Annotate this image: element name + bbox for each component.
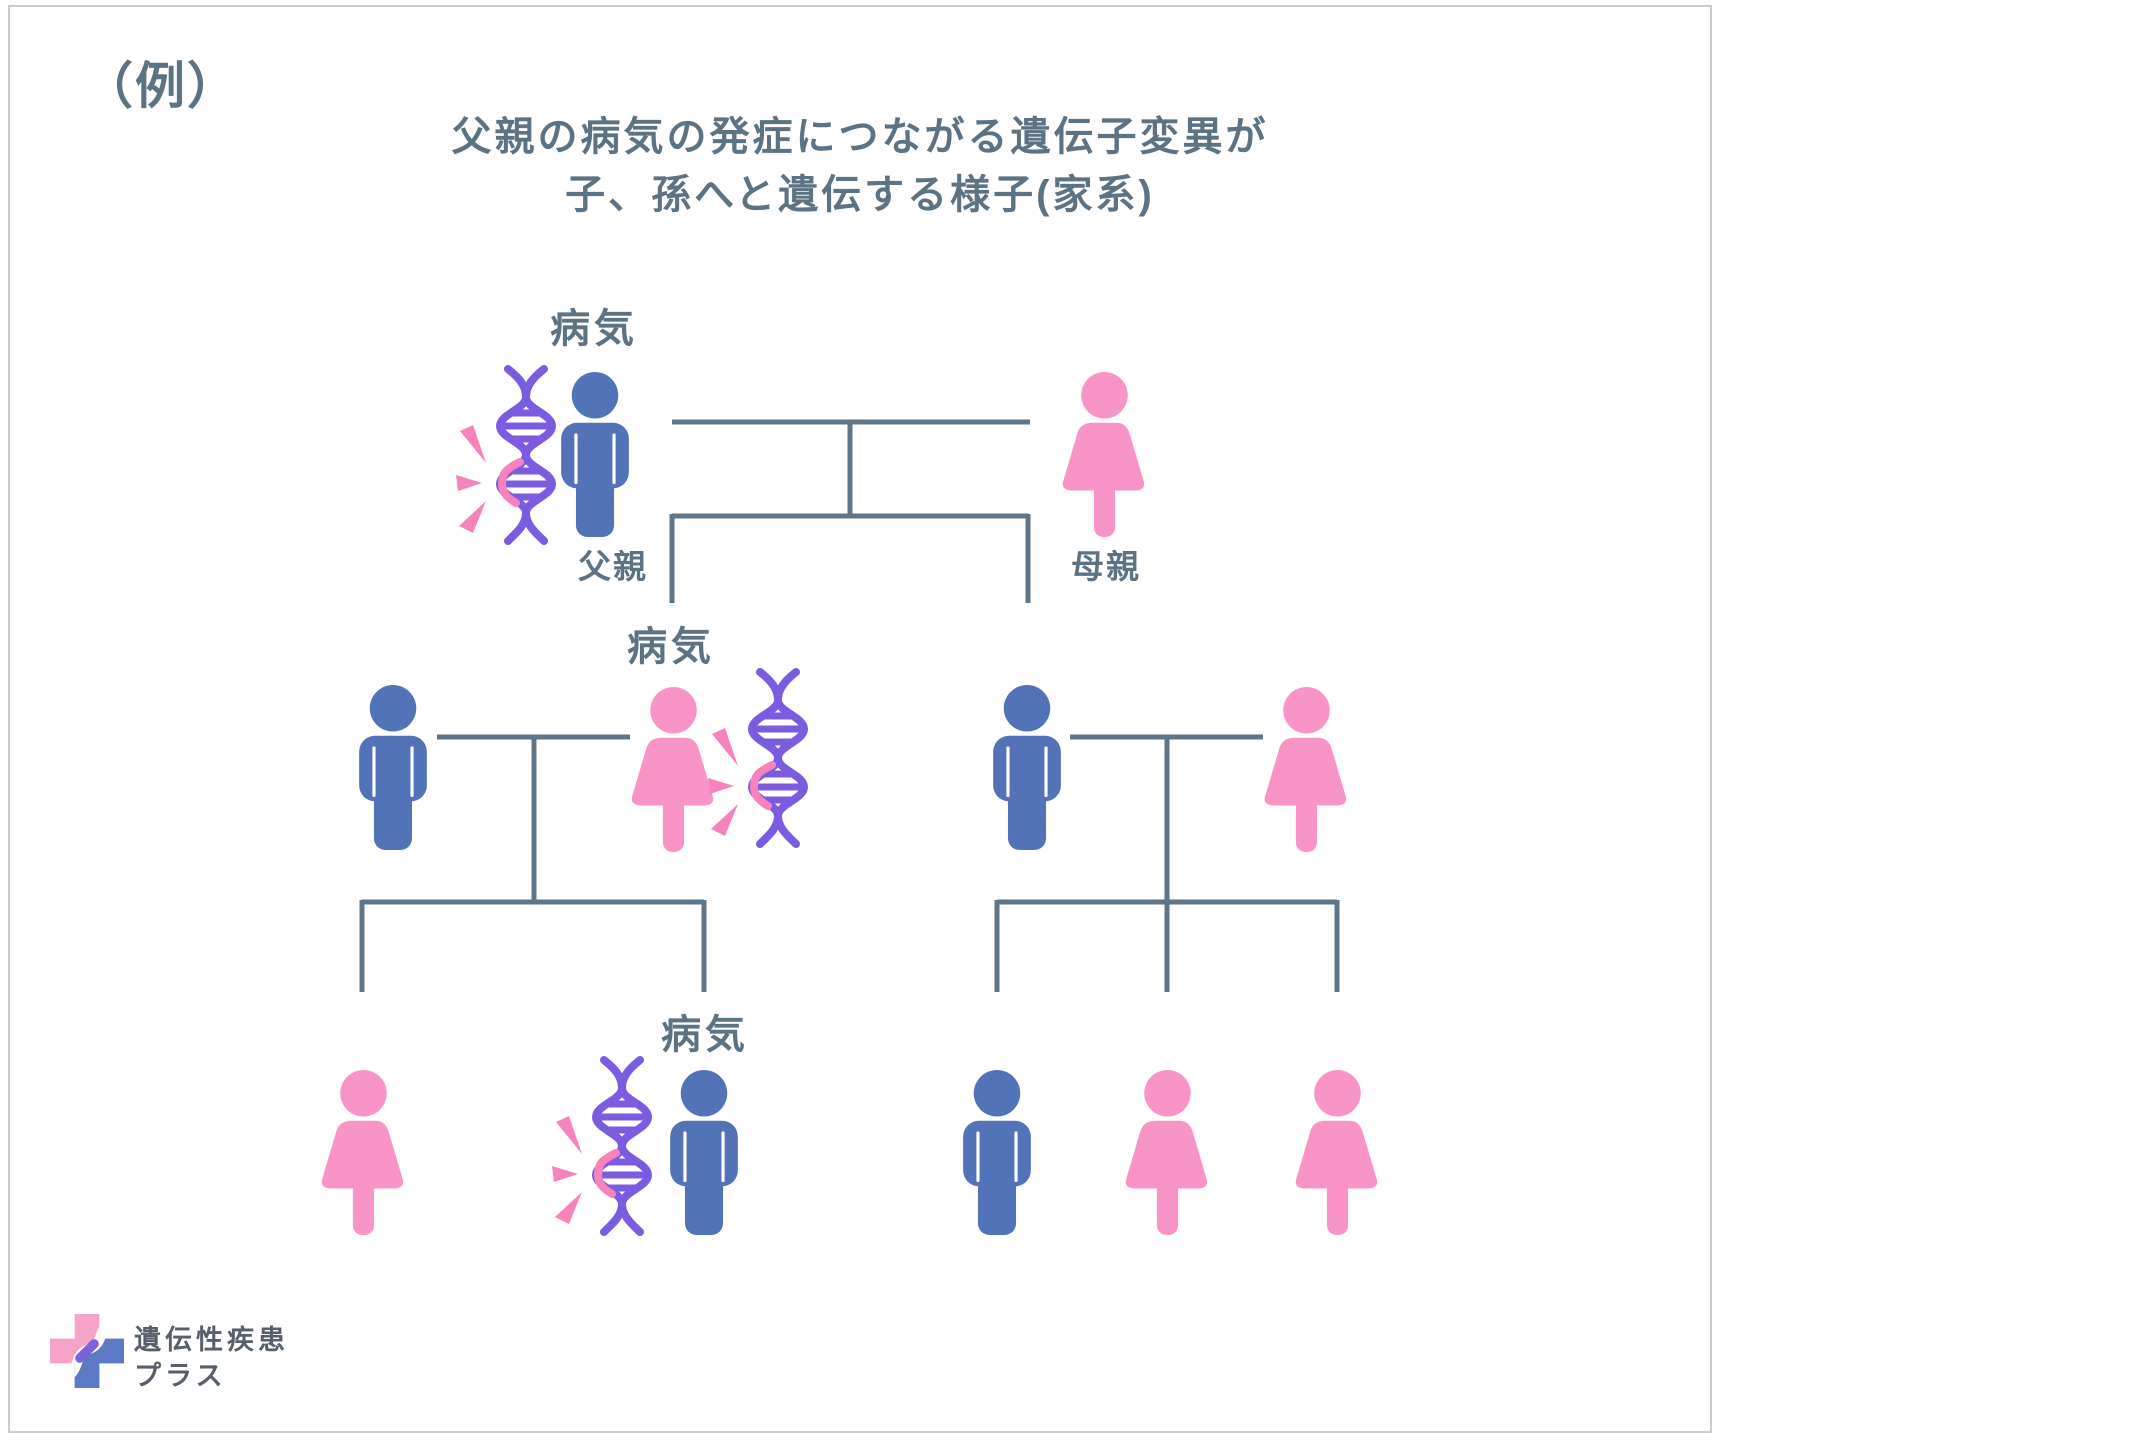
gen3-left-daughter-figure	[320, 1070, 407, 1235]
page-title-line2: 子、孫へと遺伝する様子(家系)	[565, 173, 1155, 217]
gen1-dna-mutation-icon	[456, 365, 556, 545]
gen3-right-daughter1-figure	[1124, 1070, 1211, 1235]
page-title: 父親の病気の発症につながる遺伝子変異が 子、孫へと遺伝する様子(家系)	[452, 108, 1269, 224]
gen2-affected-daughter-figure	[630, 687, 717, 852]
gen1-mother-label: 母親	[1071, 548, 1141, 585]
gen3-affected-son-figure	[669, 1070, 739, 1235]
example-label: （例）	[83, 58, 239, 114]
gen2-right-wife-figure	[1263, 687, 1350, 852]
content-card	[8, 5, 1712, 1433]
gen3-dna-mutation-icon	[552, 1056, 652, 1236]
gen2-right-son-figure	[992, 685, 1062, 850]
logo-name-line1: 遺伝性疾患	[134, 1325, 289, 1355]
gen1-father-label: 父親	[578, 548, 648, 585]
gen3-disease-label: 病気	[661, 1013, 749, 1057]
gen1-father-figure	[560, 372, 630, 537]
gen3-right-daughter2-figure	[1294, 1070, 1381, 1235]
page-title-line1: 父親の病気の発症につながる遺伝子変異が	[451, 115, 1269, 159]
gen2-disease-label: 病気	[627, 625, 715, 669]
gen1-disease-label: 病気	[550, 307, 638, 351]
gen2-dna-mutation-icon	[708, 668, 808, 848]
logo-name-line2: プラス	[134, 1361, 227, 1391]
gen2-left-husband-figure	[358, 685, 428, 850]
gen3-right-son-figure	[962, 1070, 1032, 1235]
hereditary-disease-plus-logo-icon	[50, 1314, 124, 1388]
gen1-mother-figure	[1061, 372, 1148, 537]
